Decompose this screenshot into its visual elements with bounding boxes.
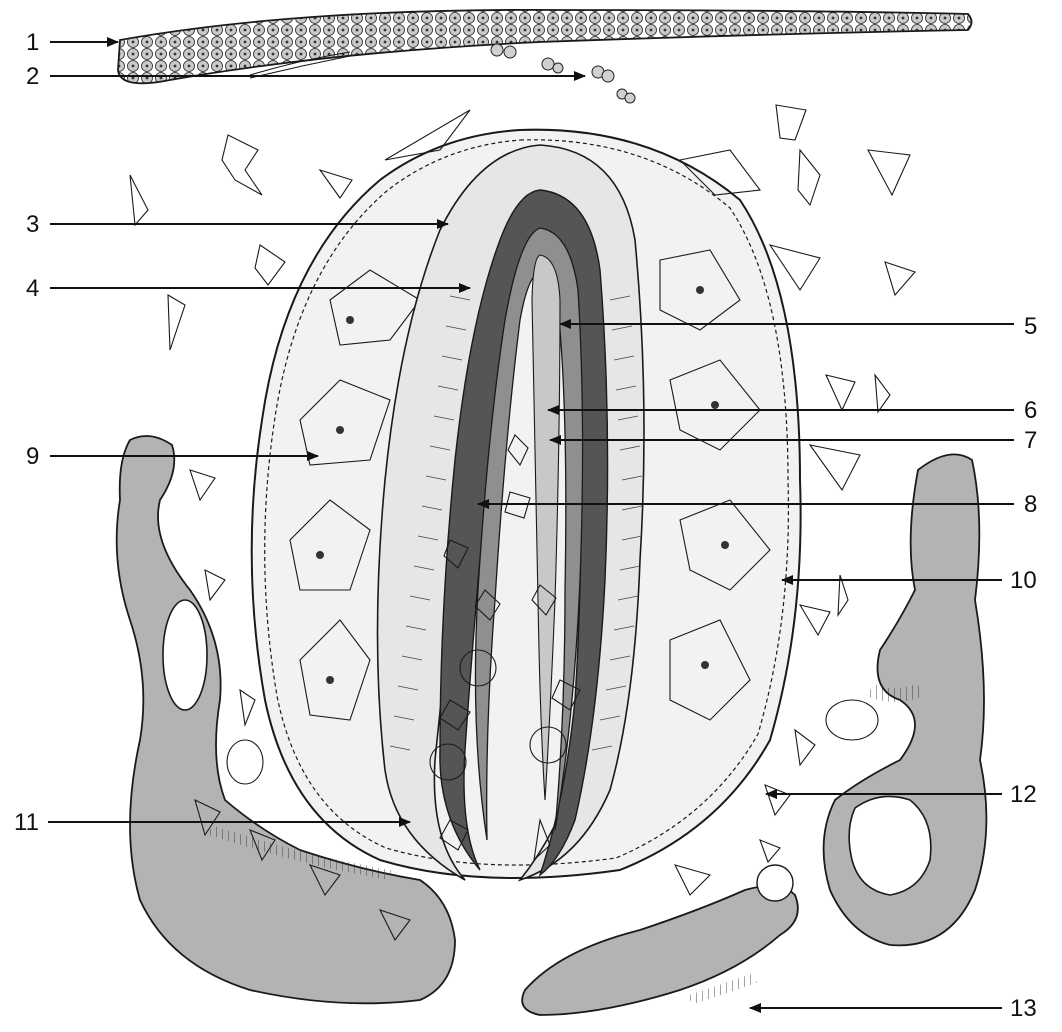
label-7-text: 7 [1024,427,1037,454]
label-12-text: 12 [1010,781,1037,808]
bottom-bone-trabecula [522,865,798,1015]
label-13: 13 [750,995,1037,1022]
label-2-text: 2 [26,63,39,90]
label-13-text: 13 [1010,995,1037,1022]
label-1: 1 [26,29,118,56]
label-1-text: 1 [26,29,39,56]
oral-epithelium-strip [118,10,972,83]
label-2: 2 [26,63,585,90]
label-4-text: 4 [26,275,39,302]
label-9-text: 9 [26,443,39,470]
label-10: 10 [782,567,1037,594]
label-6-text: 6 [1024,397,1037,424]
blood-cell-cluster [491,44,635,103]
label-10-text: 10 [1010,567,1037,594]
label-11-text: 11 [14,809,39,836]
label-5-text: 5 [1024,313,1037,340]
label-8-text: 8 [1024,491,1037,518]
label-3-text: 3 [26,211,39,238]
